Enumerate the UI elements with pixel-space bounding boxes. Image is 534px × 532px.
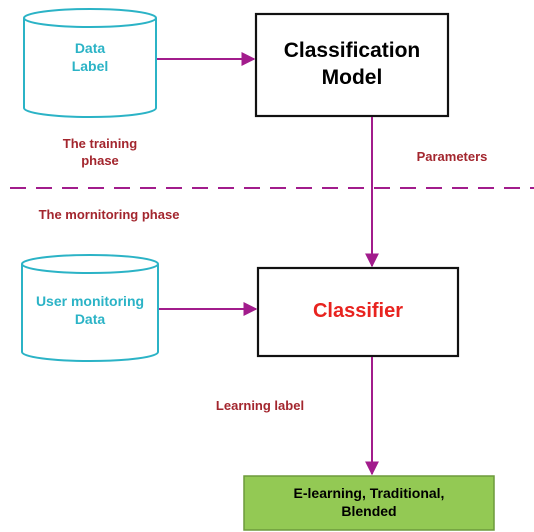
data-store-label: Data Label bbox=[71, 40, 109, 74]
parameters-label: Parameters bbox=[416, 149, 488, 164]
classifier-box bbox=[256, 266, 460, 358]
classification-model-label: Classification Model bbox=[283, 39, 421, 90]
learning-label-annotation: Learning label bbox=[215, 398, 305, 413]
training-phase-label: The training phase bbox=[62, 136, 138, 168]
classification-model-box bbox=[254, 12, 450, 118]
data-store-cylinder bbox=[23, 8, 157, 118]
monitoring-phase-label: The mornitoring phase bbox=[38, 207, 180, 222]
user-monitoring-store-cylinder bbox=[21, 254, 159, 362]
output-label: E-learning, Traditional, Blended bbox=[293, 485, 445, 520]
classifier-label: Classifier bbox=[312, 300, 404, 322]
user-monitoring-store-label: User monitoring Data bbox=[35, 293, 145, 327]
output-box bbox=[243, 475, 495, 531]
